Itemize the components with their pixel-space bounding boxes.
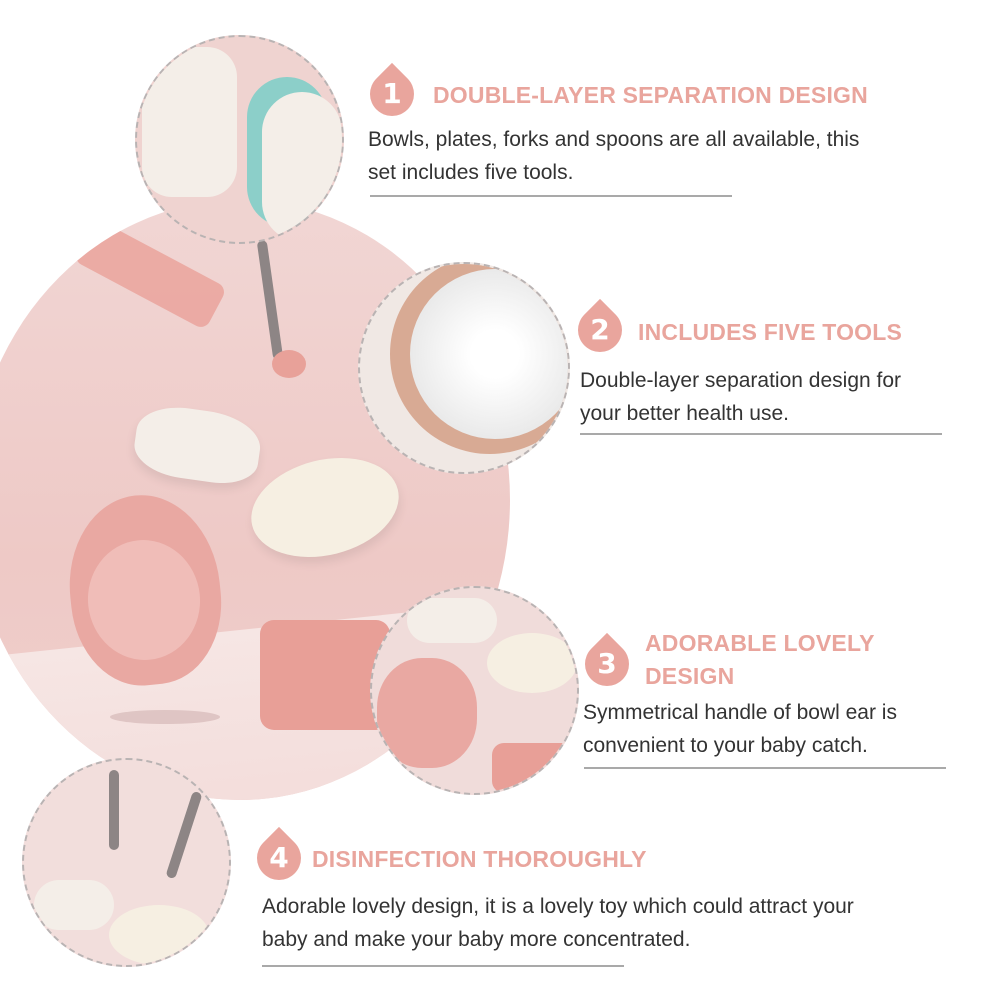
feature-desc-2-line1: Double-layer separation design for [580, 369, 902, 392]
divider-4 [262, 965, 624, 967]
detail-circle-spoons [22, 758, 231, 967]
lid-detail-image [407, 598, 497, 643]
bowl-shadow-image [110, 710, 220, 724]
divided-plate-image [240, 443, 410, 572]
lid-detail-image-2 [34, 880, 114, 930]
feature-title-3-line2: DESIGN [645, 663, 735, 689]
divider-1 [370, 195, 732, 197]
detail-circle-bowls [370, 586, 579, 795]
plate-detail-image-2 [109, 905, 209, 965]
lid-closeup-image [142, 47, 237, 197]
feature-title-3-line1: ADORABLE LOVELY [645, 630, 875, 656]
lid-image [130, 401, 265, 489]
feature-desc-3-line2: convenient to your baby catch. [583, 734, 868, 757]
feature-title-4: DISINFECTION THOROUGHLY [312, 846, 647, 872]
divider-2 [580, 433, 942, 435]
feature-number-2: 2 [590, 313, 610, 346]
feature-desc-4-line1: Adorable lovely design, it is a lovely t… [262, 895, 854, 918]
feature-desc-4-line2: baby and make your baby more concentrate… [262, 928, 691, 951]
feature-desc-3-line1: Symmetrical handle of bowl ear is [583, 701, 897, 724]
spoon-image [256, 239, 284, 361]
feature-desc-2-line2: your better health use. [580, 402, 789, 425]
white-lid-closeup-image [262, 92, 342, 242]
spoon-head-image [272, 350, 306, 378]
spoon-detail-image [109, 770, 119, 850]
feature-desc-1-line1: Bowls, plates, forks and spoons are all … [368, 128, 860, 151]
feature-title-1: DOUBLE-LAYER SEPARATION DESIGN [433, 82, 868, 108]
pellets-image [410, 269, 568, 439]
feature-title-2: INCLUDES FIVE TOOLS [638, 319, 903, 345]
feature-number-4: 4 [269, 841, 289, 874]
feature-number-1: 1 [382, 77, 402, 110]
divider-3 [584, 767, 946, 769]
detail-circle-pellets [358, 262, 570, 474]
square-bowl-image [260, 620, 390, 730]
feature-number-3: 3 [597, 647, 617, 680]
penguin-bowl-detail-image [377, 658, 477, 768]
fork-detail-image [165, 790, 203, 880]
feature-desc-1-line2: set includes five tools. [368, 161, 574, 184]
square-bowl-detail-image [492, 743, 577, 793]
plate-detail-image [487, 633, 577, 693]
detail-circle-lids [135, 35, 344, 244]
